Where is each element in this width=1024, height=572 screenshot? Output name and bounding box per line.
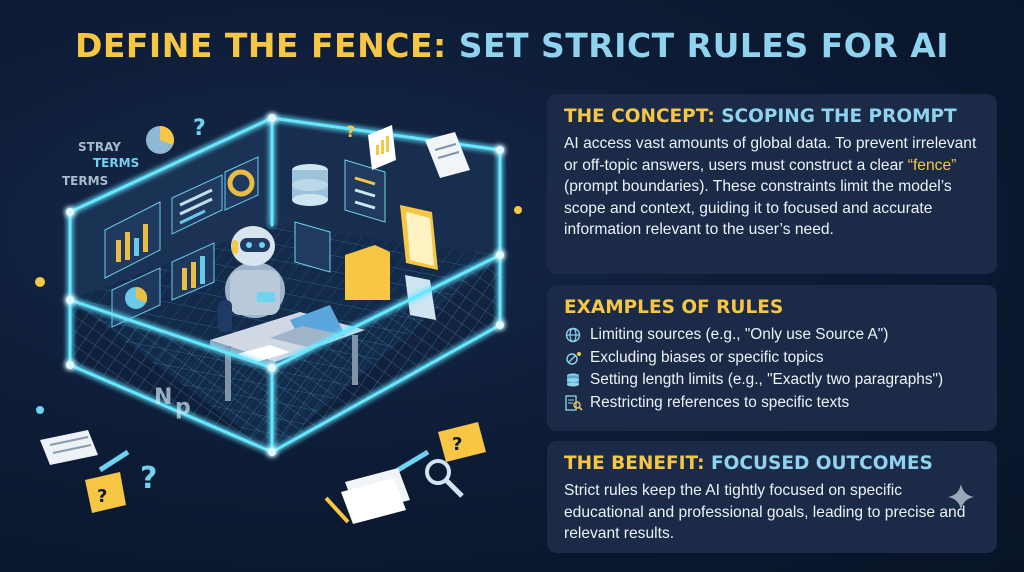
concept-heading-part2: SCOPING THE PROMPT — [721, 106, 957, 127]
concept-panel: THE CONCEPT: SCOPING THE PROMPT AI acces… — [547, 94, 997, 274]
title-part2: SET STRICT RULES FOR AI — [458, 26, 950, 65]
svg-text:?: ? — [140, 461, 157, 496]
concept-text: AI access vast amounts of global data. T… — [564, 133, 979, 241]
stray-term-3: TERMS — [62, 174, 109, 188]
svg-text:?: ? — [452, 434, 462, 455]
concept-text-before: AI access vast amounts of global data. T… — [564, 135, 977, 174]
list-item: Limiting sources (e.g., "Only use Source… — [564, 324, 979, 347]
benefit-text: Strict rules keep the AI tightly focused… — [564, 482, 966, 542]
fenced-ai-illustration: ? ? ? ? ? N p — [35, 114, 522, 524]
stray-term-1: STRAY — [78, 140, 121, 154]
rule-label: Restricting references to specific texts — [590, 393, 850, 411]
benefit-heading: THE BENEFIT: FOCUSED OUTCOMES — [564, 453, 979, 474]
rule-label: Setting length limits (e.g., "Exactly tw… — [590, 371, 944, 389]
stray-items: ? ? ? ? ? N p — [35, 116, 522, 524]
examples-heading: EXAMPLES OF RULES — [564, 297, 979, 318]
rule-label: Limiting sources (e.g., "Only use Source… — [590, 326, 889, 344]
wall-charts — [104, 156, 259, 328]
wall-files — [292, 159, 438, 320]
svg-text:?: ? — [193, 116, 206, 141]
rules-list: Limiting sources (e.g., "Only use Source… — [564, 324, 979, 414]
title-part1: DEFINE THE FENCE: — [74, 26, 447, 65]
concept-heading-part1: THE CONCEPT: — [564, 106, 715, 127]
stray-term-2: TERMS — [93, 156, 140, 170]
list-item: Restricting references to specific texts — [564, 392, 979, 415]
document-search-icon — [565, 395, 583, 411]
svg-text:N: N — [154, 385, 172, 410]
page-title: DEFINE THE FENCE: SET STRICT RULES FOR A… — [0, 26, 1024, 65]
benefit-heading-part1: THE BENEFIT: — [564, 453, 705, 474]
svg-text:?: ? — [346, 122, 355, 141]
list-item: Excluding biases or specific topics — [564, 347, 979, 370]
benefit-heading-part2: FOCUSED OUTCOMES — [711, 453, 933, 474]
concept-text-after: (prompt boundaries). These constraints l… — [564, 178, 952, 238]
robot-at-desk — [210, 226, 365, 401]
concept-heading: THE CONCEPT: SCOPING THE PROMPT — [564, 106, 979, 127]
examples-heading-text: EXAMPLES OF RULES — [564, 297, 784, 318]
examples-panel: EXAMPLES OF RULES Limiting sources (e.g.… — [547, 285, 997, 431]
stack-icon — [567, 373, 579, 387]
list-item: Setting length limits (e.g., "Exactly tw… — [564, 369, 979, 392]
bias-filter-icon — [566, 351, 581, 365]
fence-mesh-right — [272, 255, 500, 452]
benefit-panel: THE BENEFIT: FOCUSED OUTCOMES Strict rul… — [547, 441, 997, 553]
sparkle-icon — [948, 484, 974, 510]
fence-mesh-left — [70, 300, 272, 452]
svg-text:p: p — [175, 395, 191, 420]
rule-label: Excluding biases or specific topics — [590, 348, 824, 366]
globe-icon — [565, 328, 581, 343]
svg-text:?: ? — [97, 486, 107, 507]
concept-text-highlight: “fence” — [907, 156, 957, 174]
